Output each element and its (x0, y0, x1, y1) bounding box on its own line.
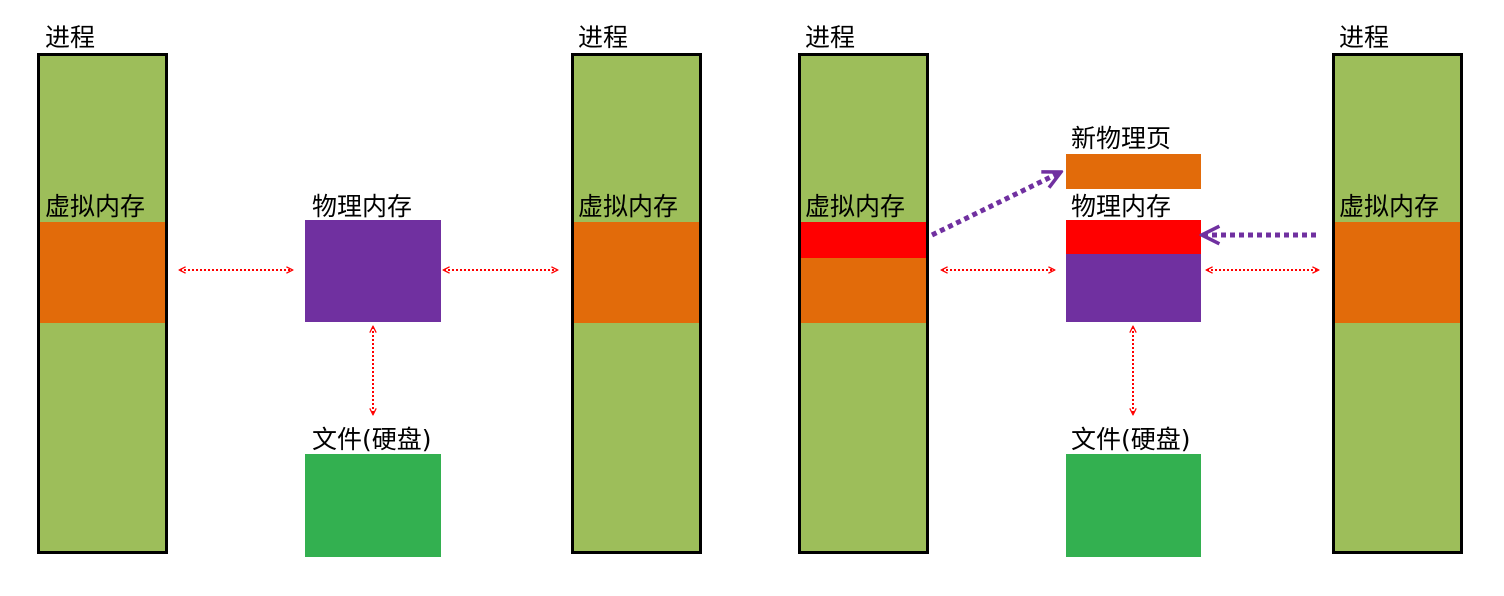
virtual-memory-label-1: 虚拟内存 (45, 192, 146, 221)
process-1-vm-region (40, 222, 165, 323)
process-label-3: 进程 (805, 23, 856, 52)
file-disk-block-2 (1066, 454, 1201, 557)
cow-arrow-to-new-page (930, 173, 1059, 238)
process-label-4: 进程 (1339, 23, 1390, 52)
new-physical-page-label: 新物理页 (1071, 124, 1172, 153)
process-1 (37, 53, 168, 554)
new-physical-page-block (1066, 154, 1201, 189)
file-disk-label-2: 文件(硬盘) (1071, 425, 1191, 454)
file-disk-label-1: 文件(硬盘) (312, 425, 432, 454)
process-3-vm-region (801, 258, 926, 323)
process-4 (1332, 53, 1463, 554)
physical-memory-modified-page (1066, 220, 1201, 254)
physical-memory-block-2 (1066, 254, 1201, 322)
process-label-2: 进程 (578, 23, 629, 52)
process-2 (571, 53, 702, 554)
physical-memory-label-1: 物理内存 (312, 192, 413, 221)
virtual-memory-label-2: 虚拟内存 (578, 192, 679, 221)
process-3-modified-page (801, 222, 926, 258)
file-disk-block-1 (305, 454, 441, 557)
virtual-memory-label-4: 虚拟内存 (1339, 192, 1440, 221)
process-3 (798, 53, 929, 554)
process-label-1: 进程 (45, 23, 96, 52)
physical-memory-label-2: 物理内存 (1071, 192, 1172, 221)
process-2-vm-region (574, 222, 699, 323)
process-4-vm-region (1335, 222, 1460, 323)
virtual-memory-label-3: 虚拟内存 (805, 192, 906, 221)
physical-memory-block-1 (305, 220, 441, 322)
